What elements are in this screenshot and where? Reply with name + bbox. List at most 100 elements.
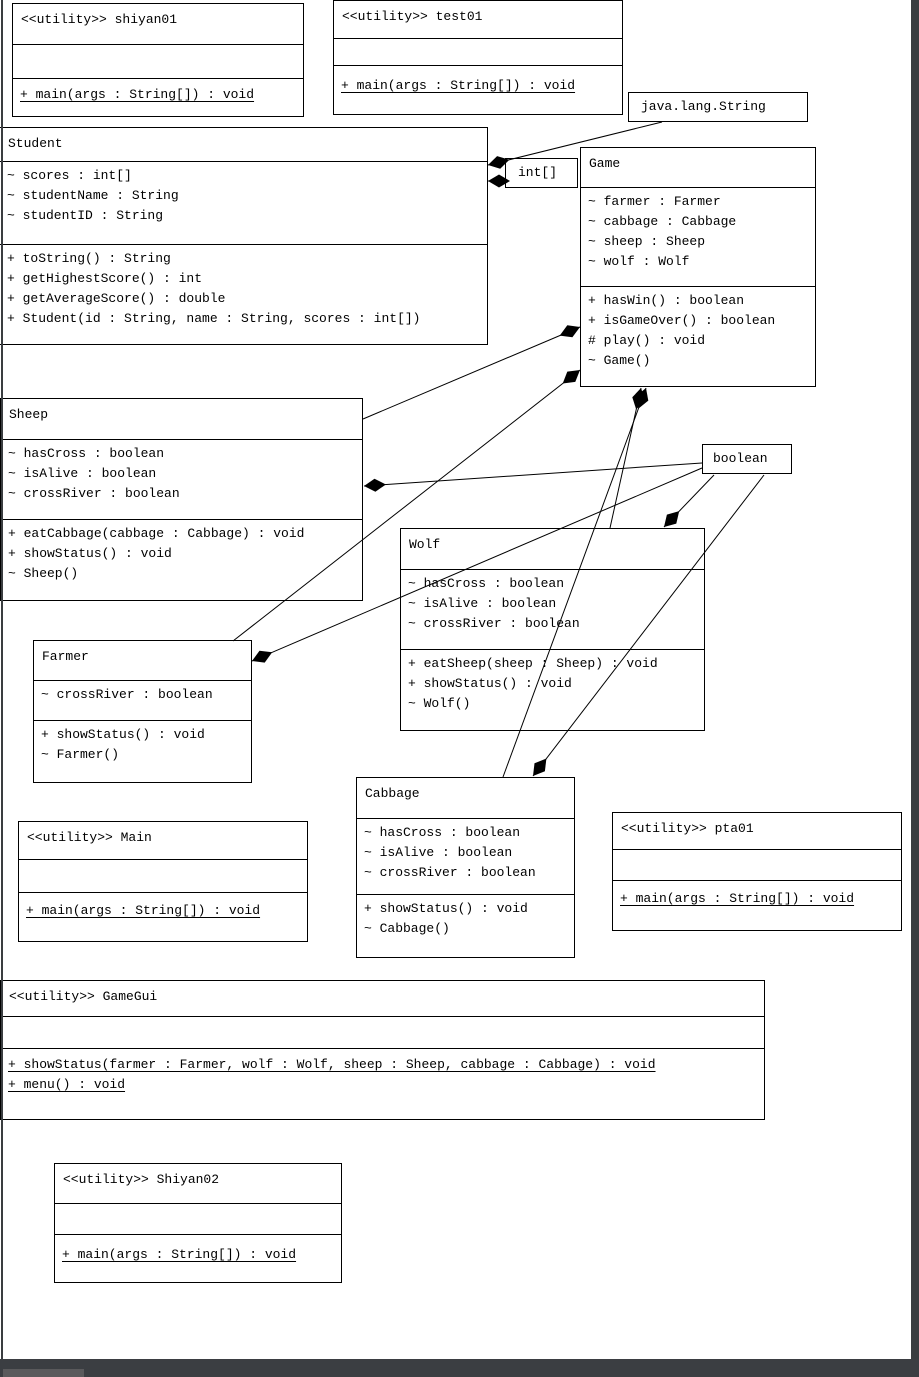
attribute-row: ~ hasCross : boolean (8, 446, 165, 461)
methods-compartment: + showStatus() : void ~ Farmer() (34, 720, 251, 782)
methods-compartment: + hasWin() : boolean + isGameOver() : boo… (581, 286, 815, 386)
class-title: Sheep (9, 407, 49, 422)
class-title: Wolf (409, 537, 441, 552)
method-row: + main(args : String[]) : void (341, 78, 576, 93)
attribute-row: ~ crossRiver : boolean (41, 687, 213, 702)
method-row: + main(args : String[]) : void (62, 1247, 297, 1262)
attribute-row: ~ crossRiver : boolean (408, 616, 580, 631)
methods-compartment: + main(args : String[]) : void (334, 65, 622, 114)
class-title: Farmer (42, 649, 89, 664)
association-line-sheep-owns-boolean (363, 462, 703, 487)
attribute-row: ~ scores : int[] (7, 168, 132, 183)
horizontal-scrollbar-thumb[interactable] (3, 1369, 84, 1377)
method-row: ~ Cabbage() (364, 921, 450, 936)
method-row: + main(args : String[]) : void (20, 87, 255, 102)
method-row: + toString() : String (7, 251, 171, 266)
attributes-compartment (19, 859, 307, 892)
class-box-Shiyan02[interactable]: <<utility>> Shiyan02 + main(args : String… (54, 1163, 342, 1283)
composition-diamond-wolf-owns-boolean (664, 511, 680, 527)
attributes-compartment (55, 1203, 341, 1234)
attribute-row: ~ wolf : Wolf (588, 254, 690, 269)
attributes-compartment (613, 849, 901, 880)
method-row: + showStatus() : void (41, 727, 205, 742)
attributes-compartment: ~ hasCross : boolean~ isAlive : boolean~… (357, 818, 574, 894)
attribute-row: ~ hasCross : boolean (408, 576, 565, 591)
methods-compartment: + main(args : String[]) : void (19, 892, 307, 941)
attribute-row: ~ studentName : String (7, 188, 179, 203)
class-title: Student (8, 136, 63, 151)
association-line-wolf-owns-boolean (663, 474, 715, 528)
class-title: <<utility>> shiyan01 (21, 12, 178, 27)
attributes-compartment (334, 38, 622, 65)
type-box-java-lang-string[interactable]: java.lang.String (628, 92, 808, 122)
methods-compartment: + toString() : String + getHighestScore()… (0, 244, 487, 344)
class-box-Cabbage[interactable]: Cabbage ~ hasCross : boolean~ isAlive : b… (356, 777, 575, 958)
class-title: <<utility>> Main (27, 830, 152, 845)
method-row: + getHighestScore() : int (7, 271, 203, 286)
attributes-compartment: ~ farmer : Farmer~ cabbage : Cabbage~ sh… (581, 187, 815, 286)
class-box-GameGui[interactable]: <<utility>> GameGui + showStatus(farmer :… (0, 980, 765, 1120)
class-title: <<utility>> GameGui (9, 989, 158, 1004)
attribute-row: ~ crossRiver : boolean (8, 486, 180, 501)
method-row: + main(args : String[]) : void (620, 891, 855, 906)
class-box-shiyan01[interactable]: <<utility>> shiyan01 + main(args : String… (12, 3, 304, 117)
methods-compartment: + eatSheep(sheep : Sheep) : void + showSt… (401, 649, 704, 730)
attributes-compartment: ~ scores : int[] ~ studentName : String ~ … (0, 161, 487, 244)
method-row: + getAverageScore() : double (7, 291, 226, 306)
composition-diamond-sheep-owns-boolean (364, 478, 386, 492)
methods-compartment: + showStatus(farmer : Farmer, wolf : Wol… (1, 1048, 764, 1119)
composition-diamond-cabbage-owns-boolean (533, 758, 547, 776)
attribute-row: ~ cabbage : Cabbage (588, 214, 737, 229)
association-line-game-owns-wolf (609, 387, 642, 529)
type-box-int-array[interactable]: int[] (505, 158, 578, 188)
class-title: <<utility>> pta01 (621, 821, 754, 836)
attributes-compartment (13, 44, 303, 78)
methods-compartment: + main(args : String[]) : void (613, 880, 901, 930)
method-row: + showStatus() : void (408, 676, 572, 691)
method-row: ~ Game() (588, 353, 651, 368)
method-row: + showStatus(farmer : Farmer, wolf : Wol… (8, 1057, 656, 1072)
composition-diamond-game-owns-wolf (632, 388, 645, 410)
class-title: <<utility>> Shiyan02 (63, 1172, 220, 1187)
class-box-Game[interactable]: Game ~ farmer : Farmer ~ cabbage : Cabbage… (580, 147, 816, 387)
class-box-pta01[interactable]: <<utility>> pta01 + main(args : String[])… (612, 812, 902, 931)
methods-compartment: + eatCabbage(cabbage : Cabbage) : void+ … (1, 519, 362, 600)
class-box-Main[interactable]: <<utility>> Main + main(args : String[]) … (18, 821, 308, 942)
methods-compartment: + showStatus() : void ~ Cabbage() (357, 894, 574, 957)
attributes-compartment (1, 1016, 764, 1048)
class-box-test01[interactable]: <<utility>> test01+ main(args : String[]… (333, 0, 623, 115)
method-row: # play() : void (588, 333, 706, 348)
attribute-row: ~ studentID : String (7, 208, 164, 223)
method-row: + isGameOver() : boolean (588, 313, 776, 328)
class-title: Game (589, 156, 621, 171)
attributes-compartment: ~ hasCross : boolean ~ isAlive : boolean ~… (401, 569, 704, 649)
method-row: + main(args : String[]) : void (26, 903, 261, 918)
method-row: + showStatus() : void (364, 901, 528, 916)
class-box-Sheep[interactable]: Sheep ~ hasCross : boolean ~ isAlive : boo… (0, 398, 363, 601)
attribute-row: ~ isAlive : boolean (408, 596, 557, 611)
attribute-row: ~ crossRiver : boolean (364, 865, 536, 880)
method-row: + hasWin() : boolean (588, 293, 745, 308)
class-box-Student[interactable]: Student ~ scores : int[] ~ studentName : S… (0, 127, 488, 345)
method-row: + eatSheep(sheep : Sheep) : void (408, 656, 658, 671)
attribute-row: ~ farmer : Farmer (588, 194, 721, 209)
composition-diamond-game-owns-farmer (562, 370, 580, 384)
horizontal-scrollbar-track[interactable] (0, 1359, 919, 1377)
attributes-compartment: ~ crossRiver : boolean (34, 680, 251, 720)
class-title: Cabbage (365, 786, 420, 801)
class-box-Wolf[interactable]: Wolf ~ hasCross : boolean ~ isAlive : bool… (400, 528, 705, 731)
methods-compartment: + main(args : String[]) : void (13, 78, 303, 116)
attribute-row: ~ isAlive : boolean (8, 466, 157, 481)
vertical-scrollbar-track[interactable] (911, 0, 919, 1377)
type-box-boolean[interactable]: boolean (702, 444, 792, 474)
method-row: ~ Farmer() (41, 747, 120, 762)
attribute-row: ~ hasCross : boolean (364, 825, 521, 840)
composition-diamond-farmer-owns-boolean (252, 650, 273, 663)
method-row: + eatCabbage(cabbage : Cabbage) : void (8, 526, 305, 541)
method-row: ~ Wolf() (408, 696, 471, 711)
methods-compartment: + main(args : String[]) : void (55, 1234, 341, 1282)
class-box-Farmer[interactable]: Farmer ~ crossRiver : boolean + showStatus… (33, 640, 252, 783)
composition-diamond-game-owns-sheep (559, 325, 580, 338)
method-row: + menu() : void (8, 1077, 126, 1092)
